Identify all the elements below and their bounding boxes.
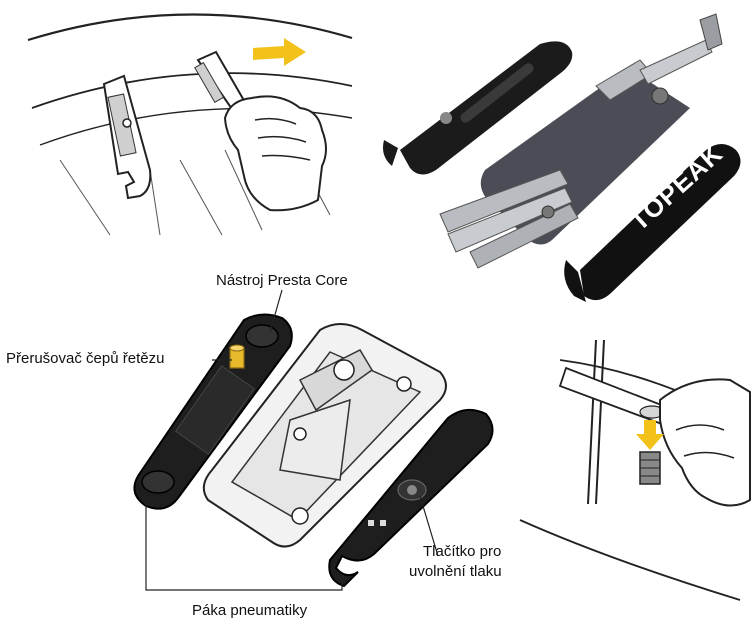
label-presta-core: Nástroj Presta Core: [216, 272, 348, 289]
chain-pin: [229, 344, 245, 369]
arrow-right-icon: [253, 38, 306, 66]
tool-photo: TOPEAK: [383, 13, 741, 302]
label-pressure-button-2: uvolnění tlaku: [409, 563, 502, 580]
label-tire-lever: Páka pneumatiky: [192, 602, 308, 619]
presta-valve-illustration: [519, 339, 751, 601]
exploded-tool-diagram: [133, 289, 494, 591]
label-chain-breaker: Přerušovač čepů řetězu: [6, 350, 165, 367]
wheel-lever-illustration: [27, 13, 353, 236]
arrow-down-icon: [636, 420, 664, 450]
label-pressure-button-1: Tlačítko pro: [423, 543, 502, 560]
